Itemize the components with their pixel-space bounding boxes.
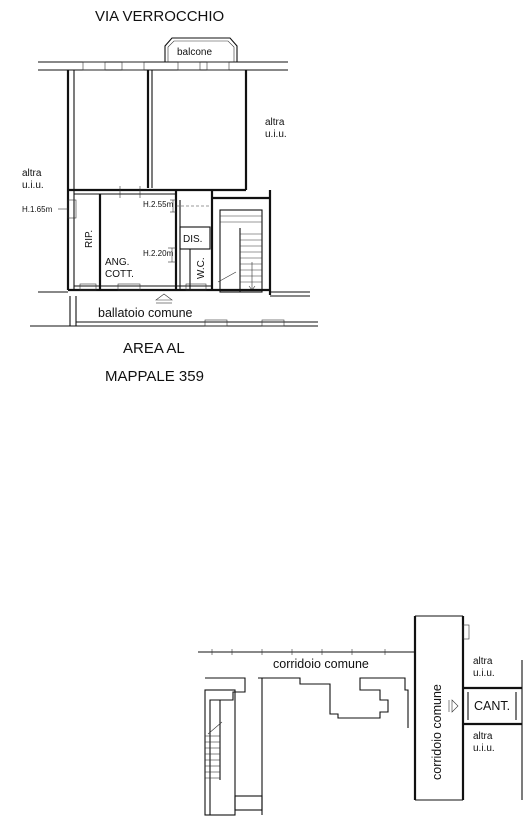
ballatoio-label: ballatoio comune xyxy=(98,306,193,320)
room-ang-label: ANG. xyxy=(105,257,129,268)
altra-uiu-bottom-line1: altra xyxy=(473,731,493,742)
altra-uiu-left-line1: altra xyxy=(22,168,42,179)
altra-uiu-right-line2: u.i.u. xyxy=(265,129,287,140)
corridoio-vertical-label: corridoio comune xyxy=(430,684,444,780)
height-1-65-label: H.1.65m xyxy=(22,205,53,214)
altra-uiu-top-line1: altra xyxy=(473,656,493,667)
altra-uiu-bottom-line2: u.i.u. xyxy=(473,743,495,754)
altra-uiu-right-line1: altra xyxy=(265,117,285,128)
height-2-20-label: H.2.20m xyxy=(143,249,174,258)
balcony-label: balcone xyxy=(177,47,212,58)
height-2-55-label: H.2.55m xyxy=(143,200,174,209)
altra-uiu-left-line2: u.i.u. xyxy=(22,180,44,191)
room-cott-label: COTT. xyxy=(105,269,134,280)
room-dis-label: DIS. xyxy=(183,234,202,245)
street-label: VIA VERROCCHIO xyxy=(95,8,224,25)
altra-uiu-top-line2: u.i.u. xyxy=(473,668,495,679)
cantina-label: CANT. xyxy=(474,699,510,713)
corridoio-horizontal-label: corridoio comune xyxy=(273,657,369,671)
area-label-line2: MAPPALE 359 xyxy=(105,368,204,385)
bottom-floor-plan xyxy=(198,615,523,816)
room-wc-label: W.C. xyxy=(196,257,207,279)
room-rip-label: RIP. xyxy=(84,230,95,248)
area-label-line1: AREA AL xyxy=(123,340,185,357)
top-floor-plan xyxy=(30,37,318,327)
